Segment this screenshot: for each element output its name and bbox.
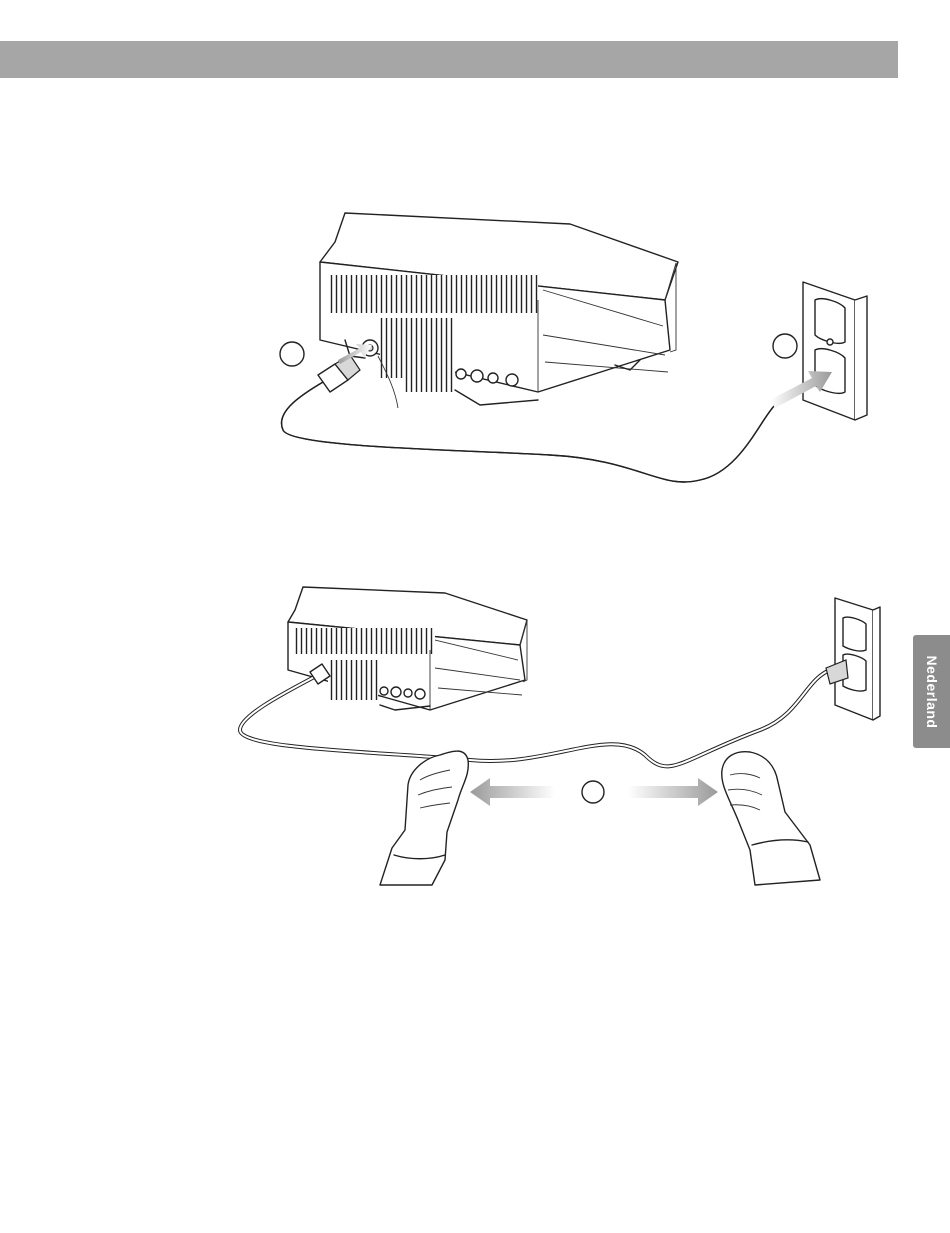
pull-arrow-right <box>628 778 718 806</box>
pull-arrow-left <box>470 778 555 806</box>
wall-outlet-bottom <box>826 598 880 720</box>
radio-unit-top <box>320 213 678 405</box>
step-marker-3 <box>582 781 604 803</box>
radio-unit-bottom <box>288 587 527 710</box>
right-hand <box>722 752 820 885</box>
left-hand <box>380 751 468 885</box>
step-marker-2 <box>773 334 797 358</box>
step-marker-1 <box>280 342 304 366</box>
power-cord-top <box>281 378 810 482</box>
wall-outlet-top <box>803 282 867 420</box>
